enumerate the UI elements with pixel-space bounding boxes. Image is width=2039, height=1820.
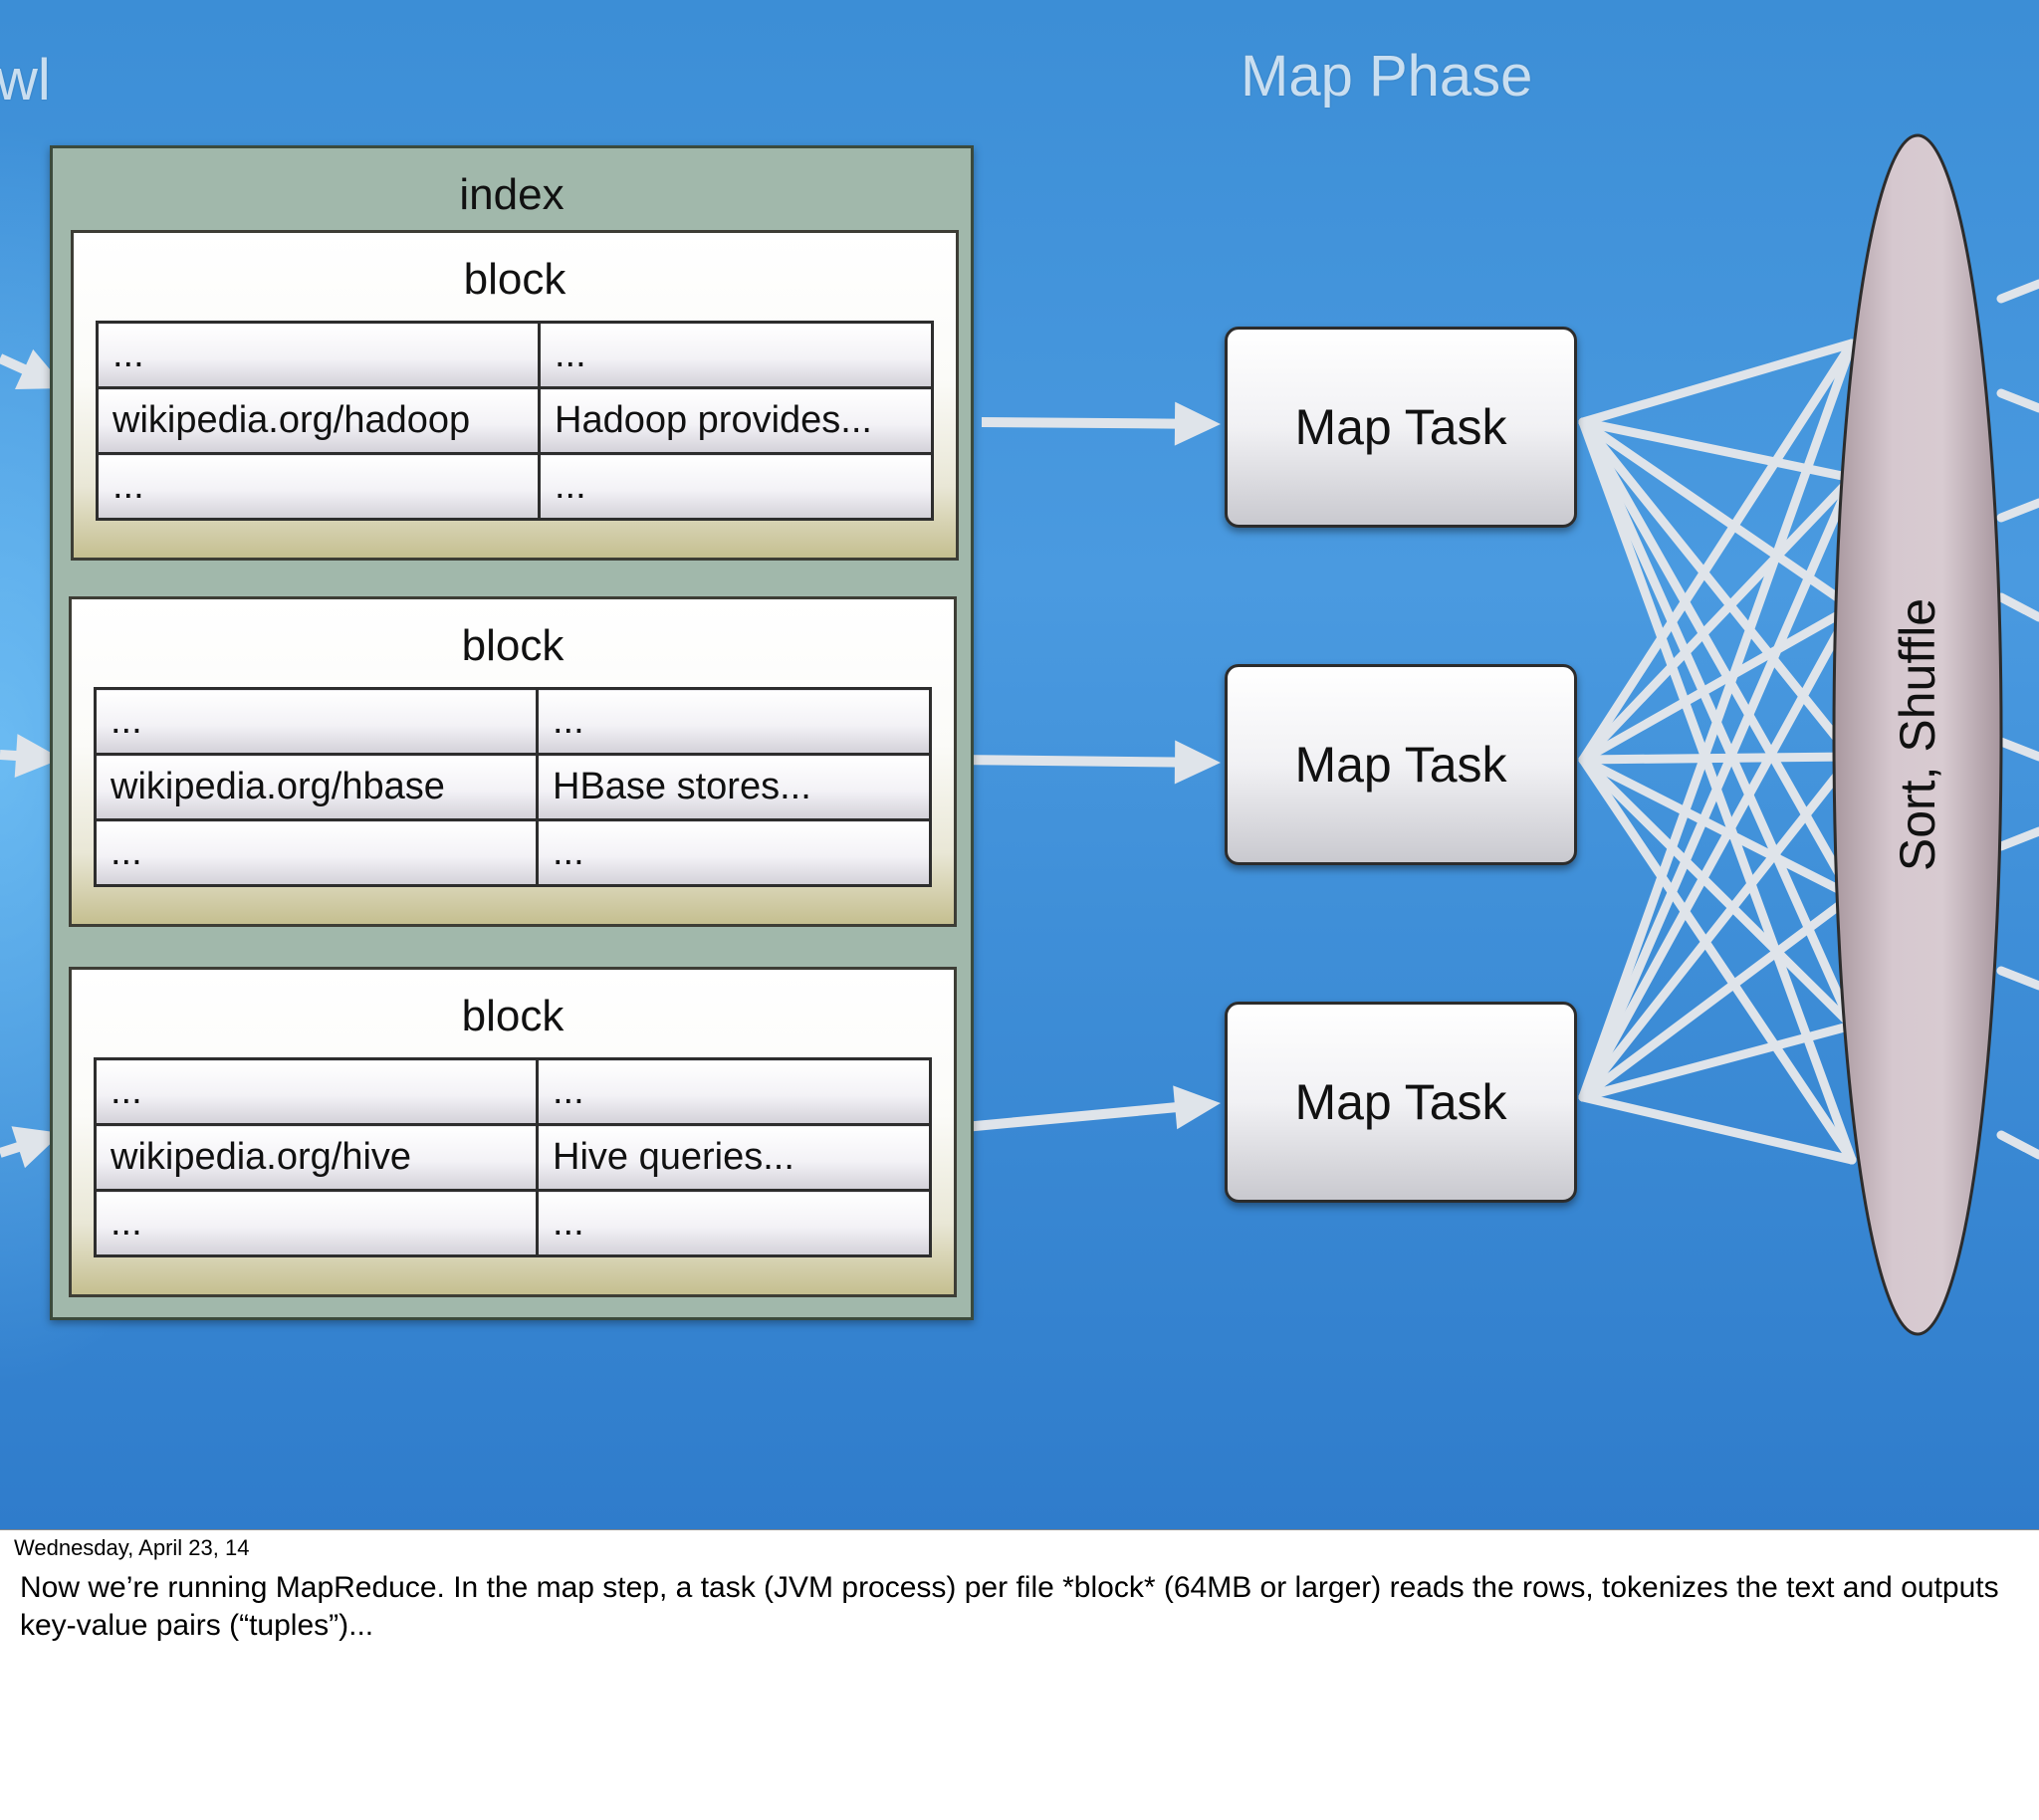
shuffle-line-out — [1996, 592, 2039, 622]
sort-shuffle-ellipse — [1832, 133, 2003, 1336]
block-title: block — [463, 255, 566, 304]
table-cell: ... — [94, 1057, 539, 1126]
block-to-map-arrow — [953, 1085, 1221, 1133]
block-2: block ... ... wikipedia.org/hbase HBase … — [69, 596, 957, 927]
table-row: ... ... — [94, 1189, 932, 1257]
map-phase-heading: Map Phase — [1241, 44, 1533, 109]
table-cell: ... — [538, 452, 934, 521]
shuffle-line — [1578, 417, 1857, 762]
table-cell: Hadoop provides... — [538, 386, 934, 455]
shuffle-line — [1578, 891, 1857, 1102]
block-to-map-arrow — [953, 740, 1221, 785]
table-cell: wikipedia.org/hive — [94, 1123, 539, 1192]
table-cell: wikipedia.org/hbase — [94, 753, 539, 821]
table-row: ... ... — [94, 818, 932, 887]
shuffle-line — [1578, 752, 1857, 765]
crawl-input-arrow — [0, 1126, 62, 1169]
shuffle-line-out — [1996, 826, 2039, 851]
block-table: ... ... wikipedia.org/hbase HBase stores… — [94, 687, 932, 887]
sort-shuffle-label: Sort, Shuffle — [1890, 597, 1945, 872]
map-task-3: Map Task — [1225, 1002, 1577, 1203]
block-to-map-arrow — [982, 401, 1221, 446]
table-cell: wikipedia.org/hadoop — [96, 386, 541, 455]
shuffle-line — [1578, 473, 1857, 1102]
map-task-1: Map Task — [1225, 327, 1577, 528]
crawl-heading: wl — [0, 48, 51, 113]
shuffle-line — [1578, 755, 1857, 1165]
shuffle-line — [1578, 339, 1857, 1102]
slide-canvas: wl Map Phase index block ... ... wikiped… — [0, 0, 2039, 1530]
block-3: block ... ... wikipedia.org/hive Hive qu… — [69, 967, 957, 1297]
table-cell: ... — [96, 452, 541, 521]
map-task-2: Map Task — [1225, 664, 1577, 865]
table-cell: ... — [94, 818, 539, 887]
shuffle-line-out — [1996, 966, 2039, 991]
table-cell: ... — [96, 321, 541, 389]
block-title: block — [461, 992, 565, 1040]
notes-date: Wednesday, April 23, 14 — [14, 1535, 250, 1560]
shuffle-line — [1578, 1021, 1857, 1102]
shuffle-line — [1578, 752, 1857, 1102]
diagram-connectors — [0, 133, 2039, 1336]
input-arrows — [0, 348, 1221, 1169]
index-box: index block ... ... wikipedia.org/hadoop… — [50, 145, 974, 1320]
shuffle-line-out — [1996, 388, 2039, 413]
block-table: ... ... wikipedia.org/hive Hive queries.… — [94, 1057, 932, 1257]
table-cell: ... — [536, 1189, 932, 1257]
shuffle-lines — [1578, 279, 2039, 1165]
table-row: ... ... — [96, 452, 934, 521]
shuffle-line — [1578, 602, 1857, 1102]
shuffle-line — [1578, 1092, 1857, 1165]
presenter-notes: Now we’re running MapReduce. In the map … — [20, 1571, 1999, 1642]
table-cell: ... — [94, 687, 539, 756]
table-cell: ... — [536, 818, 932, 887]
table-row: wikipedia.org/hive Hive queries... — [94, 1123, 932, 1192]
table-cell: ... — [538, 321, 934, 389]
table-row: wikipedia.org/hbase HBase stores... — [94, 753, 932, 821]
shuffle-line-out — [1996, 279, 2039, 304]
block-1: block ... ... wikipedia.org/hadoop Hadoo… — [71, 230, 959, 561]
block-title: block — [461, 621, 565, 670]
shuffle-line — [1578, 473, 1857, 765]
table-row: wikipedia.org/hadoop Hadoop provides... — [96, 386, 934, 455]
table-cell: ... — [536, 687, 932, 756]
shuffle-line-out — [1996, 1130, 2039, 1160]
table-cell: ... — [536, 1057, 932, 1126]
index-title: index — [459, 170, 565, 219]
shuffle-line — [1578, 602, 1857, 765]
crawl-input-arrow — [0, 348, 66, 389]
block-table: ... ... wikipedia.org/hadoop Hadoop prov… — [96, 321, 934, 521]
shuffle-line-out — [1996, 498, 2039, 523]
shuffle-line — [1578, 755, 1857, 901]
table-cell: HBase stores... — [536, 753, 932, 821]
shuffle-line-out — [1996, 737, 2039, 762]
shuffle-line — [1578, 339, 1857, 427]
table-row: ... ... — [94, 687, 932, 756]
table-row: ... ... — [94, 1057, 932, 1126]
table-row: ... ... — [96, 321, 934, 389]
table-cell: Hive queries... — [536, 1123, 932, 1192]
table-cell: ... — [94, 1189, 539, 1257]
crawl-input-arrow — [0, 734, 62, 778]
shuffle-line — [1578, 339, 1857, 765]
shuffle-line — [1578, 755, 1857, 1030]
